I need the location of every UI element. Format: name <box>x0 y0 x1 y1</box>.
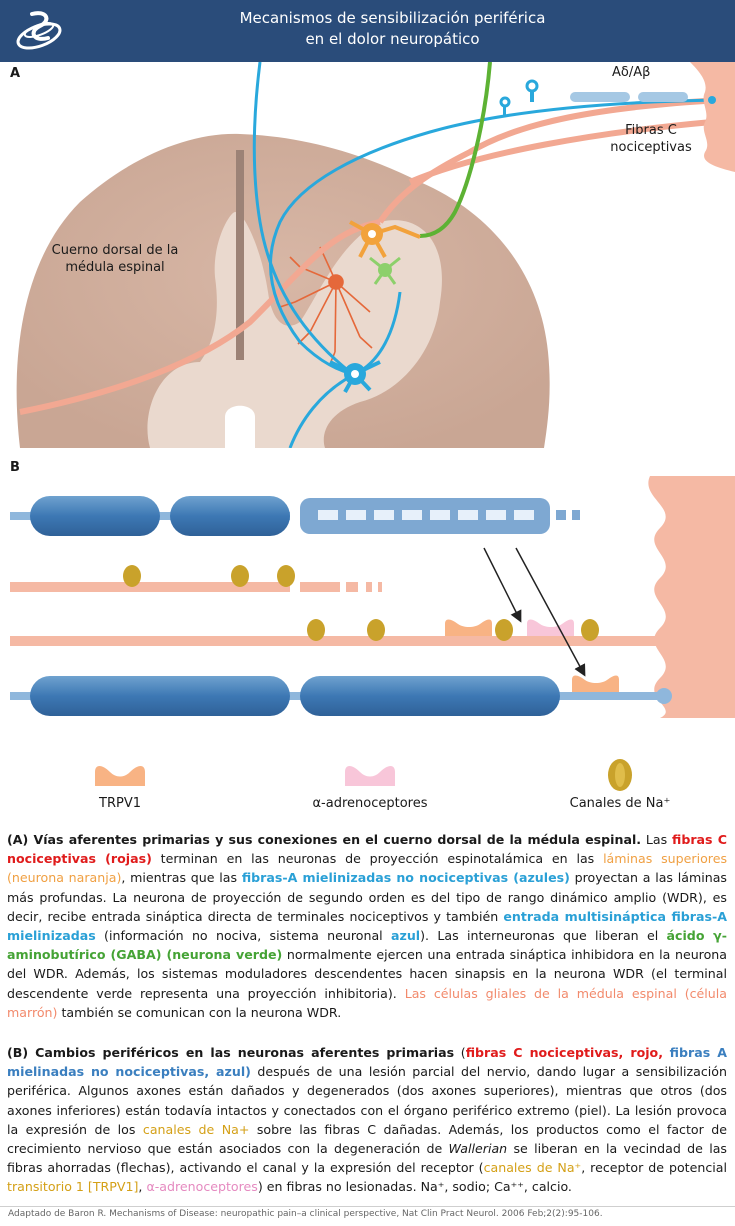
caption-a-gaba: ácido γ-aminobutírico (GABA) (neurona ve… <box>7 928 727 963</box>
trpv1-on-fiber <box>445 619 492 636</box>
label-cuerno-dorsal: Cuerno dorsal de la médula espinal <box>40 242 190 276</box>
caption-a-t14: normalmente ejercen una entrada sináptic… <box>7 947 727 1001</box>
caption-a-azul: azul <box>391 928 421 944</box>
label-cuerno-line1: Cuerno dorsal de la <box>51 243 179 258</box>
label-cuerno-line2: médula espinal <box>65 260 165 275</box>
legend-trpv1-label: TRPV1 <box>99 796 141 811</box>
arrow-1 <box>483 547 522 623</box>
na-channel-icon <box>608 759 632 791</box>
red-fiber-damaged <box>10 565 382 592</box>
central-canal <box>225 405 255 448</box>
caption-a-a-fibers: fibras-A mielinizadas no nociceptivas (a… <box>241 870 570 886</box>
caption-b-t14: , <box>138 1179 147 1195</box>
caption-a-t2: Las <box>641 832 672 847</box>
skin-panel-b <box>648 476 735 718</box>
caption-b-wallerian: Wallerian <box>448 1141 508 1157</box>
dorsal-root-ganglion <box>499 79 539 116</box>
caption-a-c-fibers: fibras C nociceptivas (rojas) <box>7 832 727 867</box>
peripheral-myelin <box>570 92 688 102</box>
blue-wdr-neuron <box>329 360 381 393</box>
title-line-1: Mecanismos de sensibilización periférica <box>239 9 546 27</box>
title-line-2: en el dolor neuropático <box>305 30 480 48</box>
caption-a-laminas: láminas superiores (neurona naranja) <box>7 851 728 886</box>
caption-b-t10: se liberan en la vecindad de las fibras … <box>7 1141 727 1176</box>
na-channel-icons-damaged <box>123 565 295 587</box>
c-fiber-descending <box>19 219 381 415</box>
caption-b-a-fibers: fibras A mielinadas no nociceptivas, azu… <box>7 1045 728 1080</box>
caption-a-t10: (información no nociva, sistema neuronal <box>95 928 391 944</box>
adreno-on-fiber <box>527 619 574 636</box>
caption-a-heading: (A) Vías aferentes primarias y sus conex… <box>7 832 642 847</box>
caption-b-t12: , receptor de potencial <box>581 1160 727 1176</box>
arrow-2 <box>515 547 586 677</box>
legend-na: Canales de Na⁺ <box>520 758 720 811</box>
median-fissure <box>236 150 244 360</box>
caption-b-t8: sobre las fibras C dañadas. Además, los … <box>7 1121 727 1157</box>
legend-na-label: Canales de Na⁺ <box>569 796 671 811</box>
caption-a-t12: ). Las interneuronas que liberan el <box>420 928 667 944</box>
a-fiber-blue <box>269 98 719 376</box>
caption-b-t2: ( <box>454 1045 466 1060</box>
label-fibras-c-line2: nociceptivas <box>610 140 692 155</box>
caption-a-t16: también se comunican con la neurona WDR. <box>57 1004 342 1020</box>
panel-b-figure: B <box>0 448 735 828</box>
caption-b-t16: ) en fibras no lesionadas. Na⁺, sodio; C… <box>257 1179 572 1195</box>
caption-a-multisynaptic: entrada multisináptica fibras-A mieliniz… <box>7 908 727 944</box>
peripheral-fibers-diagram <box>10 476 735 718</box>
a-fiber-blue-down <box>288 372 356 449</box>
red-fiber-intact <box>10 619 680 646</box>
logo-icon <box>16 11 62 50</box>
a-fiber-blue-left <box>252 61 351 374</box>
legend-adreno: α-adrenoceptores <box>270 758 470 811</box>
trpv1-on-blue <box>572 675 619 692</box>
blue-fiber-damaged <box>10 496 580 536</box>
footer-divider <box>0 1206 735 1207</box>
caption-b-t4 <box>663 1045 670 1060</box>
legend-trpv1: TRPV1 <box>20 758 220 811</box>
caption-b-na-channels-2: canales de Na⁺ <box>483 1160 582 1176</box>
legend-adreno-label: α-adrenoceptores <box>312 796 428 811</box>
caption-b-na-channels: canales de Na+ <box>142 1121 250 1137</box>
caption-a-t8: proyectan a las láminas más profundas. L… <box>7 870 727 924</box>
legend: TRPV1 α-adrenoceptores Canales de Na⁺ <box>0 758 735 820</box>
caption-b-trpv1: transitorio 1 [TRPV1] <box>7 1179 139 1195</box>
green-descending-terminal <box>419 61 492 238</box>
caption-b-adreno: α-adrenoceptores <box>146 1179 258 1195</box>
label-fibras-c-line1: Fibras C <box>625 123 677 138</box>
trpv1-icon <box>95 766 145 786</box>
c-fiber-red <box>377 97 721 224</box>
label-ad-ab: Aδ/Aβ <box>612 65 651 80</box>
green-interneuron <box>369 256 401 285</box>
caption-a-t4: terminan en las neuronas de proyección e… <box>151 851 604 867</box>
footer-citation: Adaptado de Baron R. Mechanisms of Disea… <box>8 1209 603 1219</box>
skin-panel-a <box>690 62 735 172</box>
c-fiber-red-2 <box>408 119 713 185</box>
blue-fiber-intact <box>10 675 672 716</box>
panel-a-figure: A Aδ/Aβ Fibras C nociceptivas Cuerno dor… <box>0 61 735 449</box>
caption-b: (B) Cambios periféricos en las neuronas … <box>7 1043 727 1197</box>
panel-a-letter: A <box>10 66 21 81</box>
header-banner: Mecanismos de sensibilización periférica… <box>0 0 735 62</box>
caption-a-t6: , mientras que las <box>121 870 242 886</box>
caption-a: (A) Vías aferentes primarias y sus conex… <box>7 830 727 1022</box>
caption-a-glial: Las células gliales de la médula espinal… <box>7 985 728 1020</box>
label-fibras-c: Fibras C nociceptivas <box>606 122 696 156</box>
orange-projection-neuron <box>349 220 421 258</box>
page-title: Mecanismos de sensibilización periférica… <box>70 8 715 50</box>
spinal-cord-diagram <box>16 61 735 449</box>
adrenoceptor-icon <box>345 766 395 786</box>
caption-b-heading: (B) Cambios periféricos en las neuronas … <box>7 1045 455 1060</box>
caption-b-c-fibers: fibras C nociceptivas, rojo, <box>465 1045 663 1060</box>
caption-b-t6: después de una lesión parcial del nervio… <box>7 1064 727 1137</box>
panel-b-letter: B <box>10 460 20 475</box>
